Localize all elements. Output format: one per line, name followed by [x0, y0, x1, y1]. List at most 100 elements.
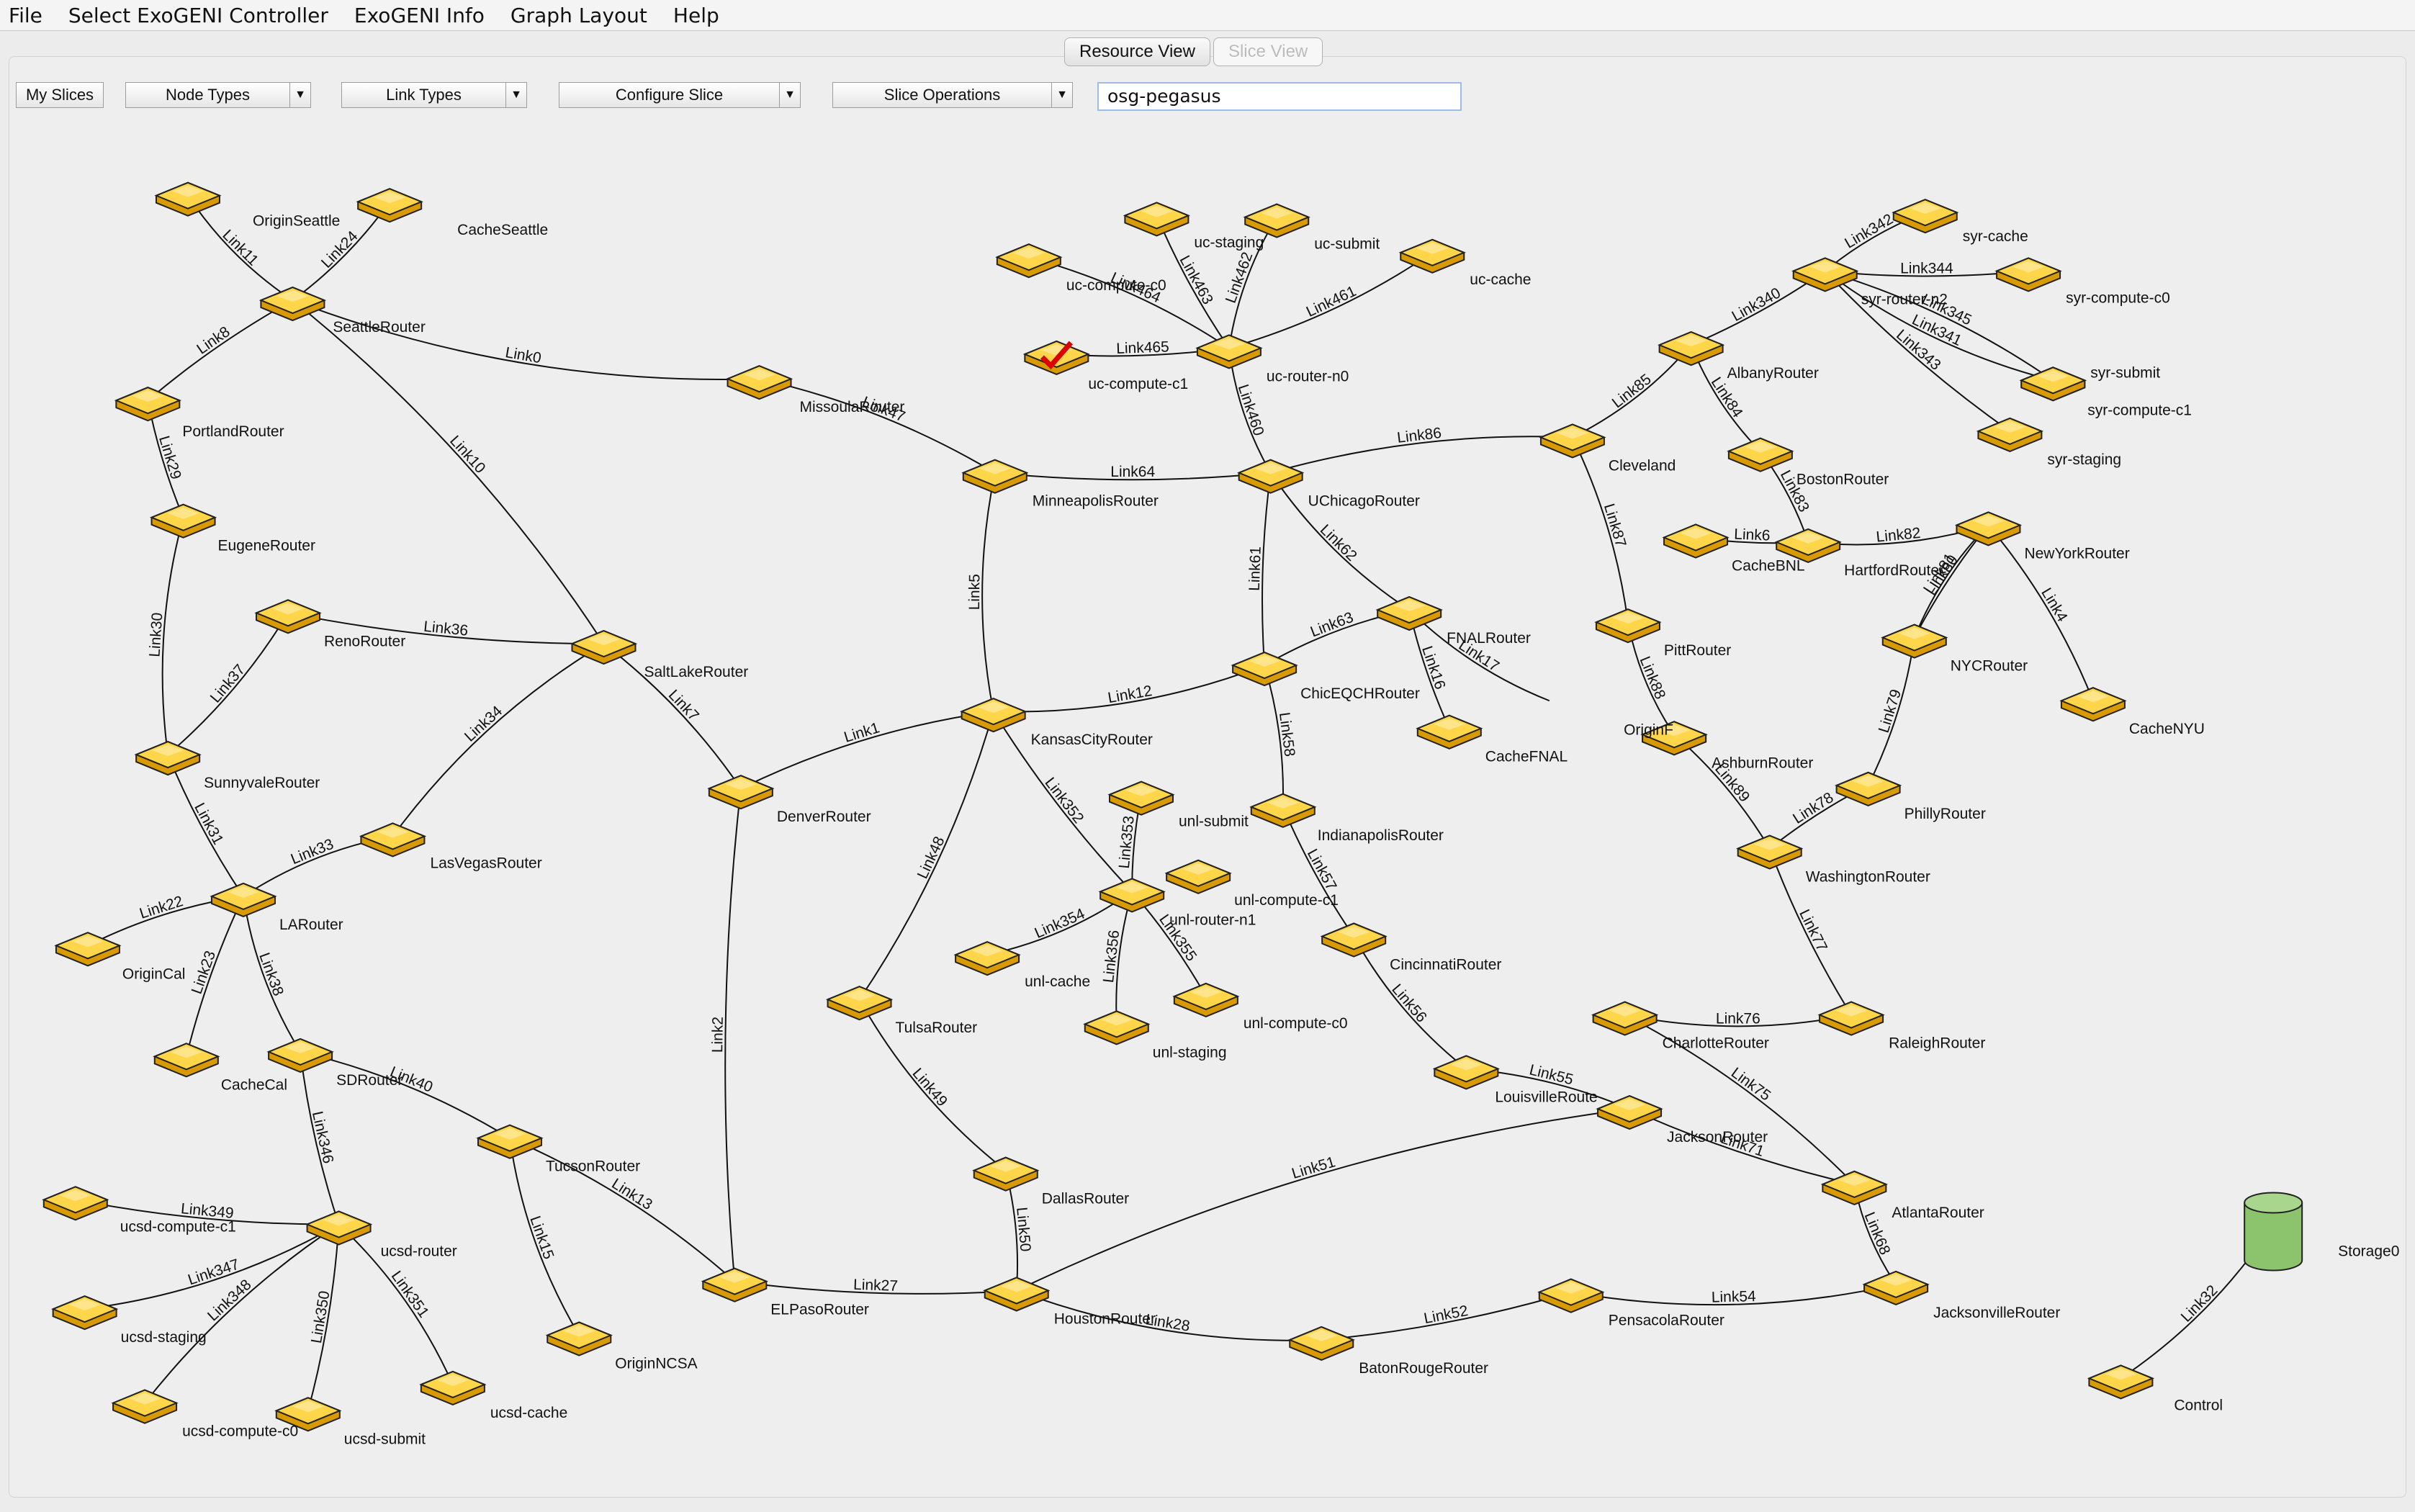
link-Link349[interactable] [75, 1199, 339, 1225]
node-BatonRougeRouter[interactable] [1287, 1326, 1355, 1362]
node-uc-compute-c1[interactable] [1022, 340, 1090, 376]
link-Link347[interactable] [84, 1223, 340, 1310]
link-Link13[interactable] [509, 1137, 735, 1282]
link-Link346[interactable] [300, 1051, 340, 1225]
node-syr-router[interactable] [1791, 257, 1859, 292]
node-CacheBNL[interactable] [1662, 523, 1730, 559]
link-Link7[interactable] [603, 643, 742, 789]
node-uc-compute-c0[interactable] [995, 243, 1063, 279]
slice-operations-dropdown[interactable]: Slice Operations ▼ [832, 82, 1073, 108]
menu-select-controller[interactable]: Select ExoGENI Controller [68, 3, 328, 27]
link-Link87[interactable] [1572, 437, 1629, 623]
slice-name-field[interactable]: osg-pegasus [1097, 82, 1462, 111]
link-Link343[interactable] [1824, 270, 2010, 432]
node-DenverRouter[interactable] [707, 775, 775, 810]
node-EugeneRouter[interactable] [149, 503, 217, 539]
node-SDRouter[interactable] [266, 1038, 334, 1074]
node-RaleighRouter[interactable] [1817, 1001, 1885, 1036]
link-Link61[interactable] [1262, 472, 1272, 666]
node-CacheSeattle[interactable] [356, 188, 423, 223]
link-Link48[interactable] [858, 711, 994, 1000]
configure-slice-dropdown[interactable]: Configure Slice ▼ [559, 82, 801, 108]
link-Link89[interactable] [1673, 734, 1771, 850]
node-ChicEQCHRouter[interactable] [1231, 651, 1298, 687]
node-unl-cache[interactable] [953, 941, 1021, 976]
node-NewYorkRouter[interactable] [1954, 511, 2023, 546]
my-slices-button[interactable]: My Slices [16, 82, 104, 108]
node-PittRouter[interactable] [1594, 608, 1662, 644]
node-UChicagoRouter[interactable] [1237, 459, 1305, 494]
menu-file[interactable]: File [9, 3, 42, 27]
node-MinneapolisRouter[interactable] [961, 459, 1029, 494]
link-Link352[interactable] [992, 711, 1133, 893]
menu-graph-layout[interactable]: Graph Layout [510, 3, 647, 27]
link-types-dropdown[interactable]: Link Types ▼ [341, 82, 527, 108]
link-Link56[interactable] [1353, 936, 1467, 1070]
link-Link47[interactable] [759, 378, 996, 474]
node-CacheFNAL[interactable] [1416, 714, 1483, 750]
node-AlbanyRouter[interactable] [1657, 331, 1725, 366]
node-ucsd-staging[interactable] [51, 1295, 119, 1331]
node-RenoRouter[interactable] [254, 599, 322, 634]
node-SaltLakeRouter[interactable] [570, 630, 638, 665]
node-PhillyRouter[interactable] [1834, 771, 1902, 806]
node-unl-router-n1[interactable] [1098, 878, 1166, 913]
node-WashingtonRouter[interactable] [1736, 834, 1804, 870]
node-ucsd-cache[interactable] [419, 1370, 487, 1406]
node-CacheCal[interactable] [153, 1043, 220, 1078]
node-MissoulaRouter[interactable] [725, 365, 793, 400]
node-uc-staging[interactable] [1123, 202, 1191, 237]
node-syr-compute-c0[interactable] [1994, 257, 2062, 292]
link-Link38[interactable] [242, 896, 301, 1053]
node-unl-compute-c1[interactable] [1164, 859, 1232, 894]
node-ucsd-compute-c0[interactable] [111, 1389, 179, 1424]
node-uc-cache[interactable] [1398, 238, 1466, 274]
node-syr-staging[interactable] [1976, 417, 2044, 453]
node-SunnyvaleRouter[interactable] [134, 741, 202, 776]
node-TulsaRouter[interactable] [825, 986, 894, 1021]
link-Link5[interactable] [981, 472, 996, 712]
link-Link54[interactable] [1570, 1283, 1897, 1306]
node-OriginCal[interactable] [54, 932, 122, 967]
link-Link71[interactable] [1629, 1108, 1855, 1185]
node-HartfordRouter[interactable] [1774, 528, 1842, 564]
link-Link10[interactable] [292, 300, 605, 644]
node-SeattleRouter[interactable] [258, 287, 327, 322]
menu-help[interactable]: Help [673, 3, 719, 27]
link-Link75[interactable] [1624, 1014, 1856, 1185]
node-FNALRouter[interactable] [1375, 595, 1443, 631]
link-Link2[interactable] [724, 788, 742, 1282]
link-Link348[interactable] [144, 1223, 340, 1404]
link-Link27[interactable] [734, 1280, 1017, 1295]
node-unl-staging[interactable] [1083, 1010, 1151, 1045]
node-JacksonvilleRouter[interactable] [1862, 1270, 1930, 1306]
link-Link86[interactable] [1270, 436, 1573, 474]
tab-slice-view[interactable]: Slice View [1213, 37, 1323, 66]
node-LARouter[interactable] [210, 882, 277, 917]
link-Link345[interactable] [1825, 270, 2054, 382]
node-TucsonRouter[interactable] [476, 1124, 544, 1159]
menu-exogeni-info[interactable]: ExoGENI Info [354, 3, 485, 27]
node-IndianapolisRouter[interactable] [1249, 793, 1317, 828]
node-Cleveland[interactable] [1539, 423, 1606, 459]
node-KansasCityRouter[interactable] [960, 698, 1027, 733]
node-LasVegasRouter[interactable] [359, 822, 427, 858]
node-ucsd-compute-c1[interactable] [42, 1186, 109, 1221]
link-Link62[interactable] [1269, 472, 1410, 611]
node-CharlotteRouter[interactable] [1591, 1001, 1659, 1036]
node-DallasRouter[interactable] [972, 1156, 1040, 1192]
node-types-dropdown[interactable]: Node Types ▼ [125, 82, 311, 108]
node-NYCRouter[interactable] [1881, 624, 1948, 659]
link-Link1[interactable] [740, 711, 994, 790]
link-Link12[interactable] [993, 665, 1265, 713]
node-CincinnatiRouter[interactable] [1320, 922, 1388, 958]
link-Link31[interactable] [167, 754, 244, 897]
node-uc-submit[interactable] [1243, 203, 1310, 238]
node-OriginNCSA[interactable] [545, 1321, 613, 1356]
link-Link461[interactable] [1228, 251, 1433, 349]
link-Link23[interactable] [185, 896, 244, 1057]
link-Link64[interactable] [994, 472, 1271, 481]
node-ucsd-submit[interactable] [274, 1397, 342, 1432]
node-ucsd-router[interactable] [305, 1210, 373, 1246]
